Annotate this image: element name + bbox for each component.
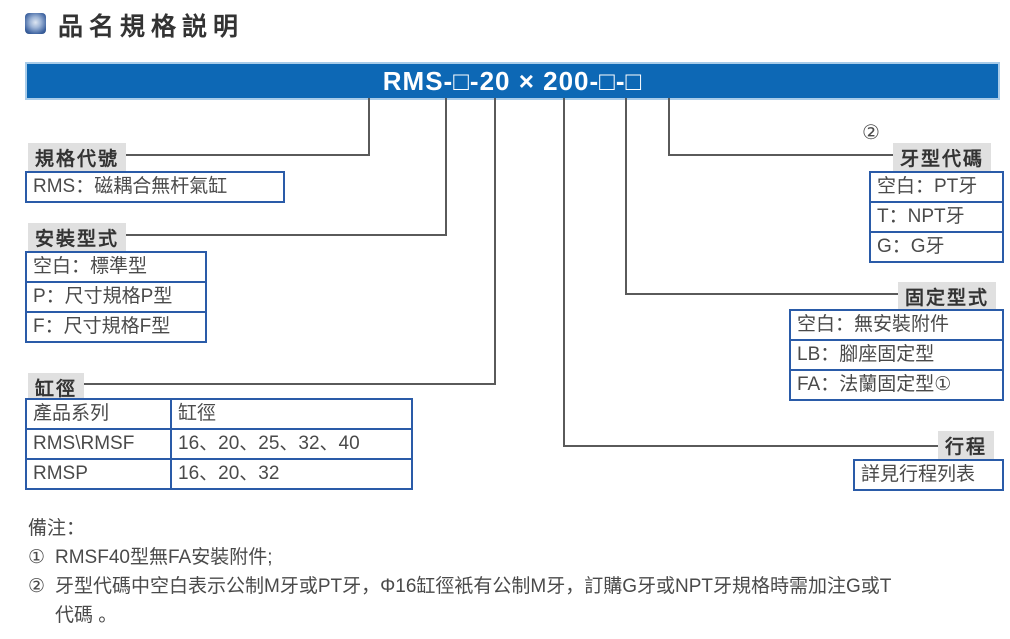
spec-code-box: RMS：磁耦合無杆氣缸	[25, 171, 285, 203]
note-1-text: RMSF40型無FA安裝附件;	[55, 547, 273, 568]
note-1-marker: ①	[28, 547, 46, 568]
connector-stroke-vline	[563, 98, 565, 447]
connector-bore-hline	[77, 383, 496, 385]
fix-type-row: LB：腳座固定型	[791, 341, 1002, 371]
stroke-box: 詳見行程列表	[853, 459, 1004, 491]
mount-type-row: F：尺寸規格F型	[33, 316, 171, 337]
note-2-text: 牙型代碼中空白表示公制M牙或PT牙，Φ16缸徑衹有公制M牙，訂購G牙或NPT牙規…	[55, 572, 891, 630]
bore-table-header-series: 產品系列	[25, 398, 172, 430]
connector-mount-type-hline	[112, 234, 447, 236]
fix-type-label: 固定型式	[898, 282, 997, 312]
note-2-line-1: 牙型代碼中空白表示公制M牙或PT牙，Φ16缸徑衹有公制M牙，訂購G牙或NPT牙規…	[55, 576, 892, 597]
thread-code-row: T：NPT牙	[871, 203, 1002, 233]
bore-table-cell-series: RMSP	[25, 458, 172, 490]
spec-code-label: 規格代號	[28, 143, 127, 173]
page-title: 品名規格説明	[58, 13, 245, 41]
fix-type-box: 空白：無安裝附件 LB：腳座固定型 FA：法蘭固定型①	[789, 309, 1004, 401]
thread-code-row: 空白：PT牙	[871, 173, 1002, 203]
bore-table-row: RMS\RMSF 16、20、25、32、40	[25, 428, 413, 460]
model-number-text: RMS-□-20 × 200-□-□	[382, 65, 643, 96]
connector-spec-code-vline	[368, 98, 370, 156]
bore-table-cell-series: RMS\RMSF	[25, 428, 172, 460]
connector-bore-vline	[494, 98, 496, 385]
bore-table-header-bore: 缸徑	[170, 398, 413, 430]
model-number-bar: RMS-□-20 × 200-□-□	[25, 62, 1000, 100]
bore-table-cell-bore: 16、20、32	[170, 458, 413, 490]
mount-type-box: 空白：標準型 P：尺寸規格P型 F：尺寸規格F型	[25, 251, 207, 343]
bore-table: 產品系列 缸徑 RMS\RMSF 16、20、25、32、40 RMSP 16、…	[25, 398, 413, 490]
mount-type-label: 安裝型式	[28, 223, 127, 253]
note-2-marker: ②	[28, 576, 46, 597]
connector-mount-type-vline	[445, 98, 447, 236]
stroke-row: 詳見行程列表	[861, 464, 976, 485]
connector-thread-code-hline	[668, 154, 893, 156]
bore-table-row: RMSP 16、20、32	[25, 458, 413, 490]
thread-code-box: 空白：PT牙 T：NPT牙 G：G牙	[869, 171, 1004, 263]
fix-type-row: 空白：無安裝附件	[791, 311, 1002, 341]
connector-fix-type-hline	[625, 293, 898, 295]
connector-spec-code-hline	[112, 154, 370, 156]
mount-type-row: P：尺寸規格P型	[27, 283, 205, 313]
notes-heading: 備注：	[28, 518, 86, 539]
note-2-line-2: 代碼 。	[55, 605, 118, 626]
bore-table-cell-bore: 16、20、25、32、40	[170, 428, 413, 460]
thread-code-row: G：G牙	[877, 236, 945, 257]
fix-type-row: FA：法蘭固定型①	[797, 374, 952, 395]
spec-code-row: RMS：磁耦合無杆氣缸	[33, 176, 228, 197]
connector-fix-type-vline	[625, 98, 627, 295]
thread-code-label: 牙型代碼	[893, 143, 992, 173]
connector-stroke-hline	[563, 445, 938, 447]
notes: 備注： ① RMSF40型無FA安裝附件; ② 牙型代碼中空白表示公制M牙或PT…	[28, 514, 891, 630]
note-item-1: ① RMSF40型無FA安裝附件;	[28, 543, 891, 572]
note-item-2: ② 牙型代碼中空白表示公制M牙或PT牙，Φ16缸徑衹有公制M牙，訂購G牙或NPT…	[28, 572, 891, 630]
thread-code-footnote-mark: ②	[862, 122, 880, 144]
section-bullet-icon	[25, 13, 46, 34]
stroke-label: 行程	[938, 431, 995, 461]
connector-thread-code-vline	[668, 98, 670, 156]
bore-table-header-row: 產品系列 缸徑	[25, 398, 413, 430]
mount-type-row: 空白：標準型	[27, 253, 205, 283]
